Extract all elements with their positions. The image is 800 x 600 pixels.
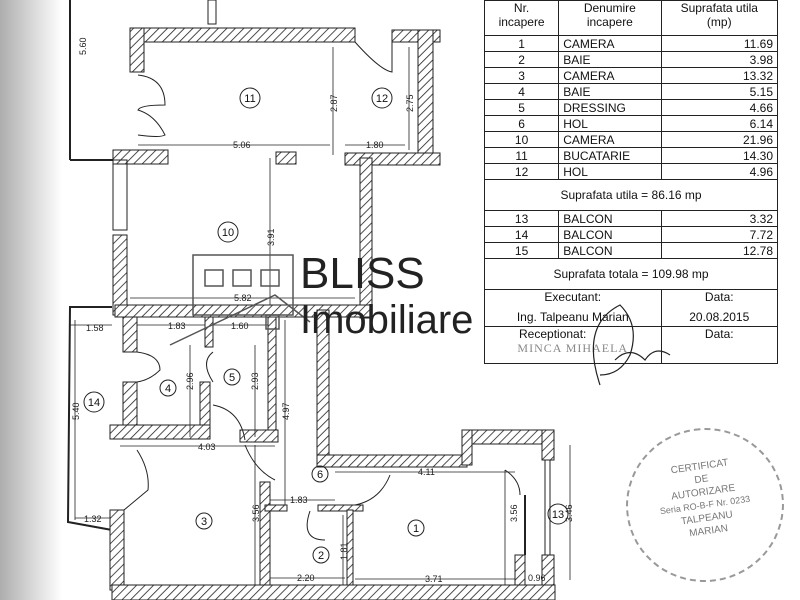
- room-5-label: 5: [223, 368, 241, 386]
- dim-label: 1.58: [86, 323, 104, 333]
- dim-label: 3.56: [509, 504, 519, 522]
- received-date-label: Data:: [704, 327, 734, 341]
- room-6-label: 6: [311, 465, 329, 483]
- svg-text:6: 6: [317, 469, 323, 481]
- dim-label: 2.93: [250, 372, 260, 390]
- svg-text:11: 11: [244, 93, 255, 105]
- svg-text:4: 4: [165, 383, 171, 395]
- walls: [109, 27, 556, 600]
- room-12-label: 12: [371, 87, 393, 109]
- dim-label: 0.96: [528, 573, 546, 583]
- header-name: Denumire incapere: [558, 0, 662, 36]
- bliss-logo-house-icon: [169, 254, 311, 346]
- svg-text:14: 14: [88, 397, 100, 409]
- dim-label: 1.83: [168, 321, 186, 331]
- dim-label: 5.82: [234, 293, 252, 303]
- dimension-lines: [70, 47, 571, 585]
- executant-label: Executant:: [544, 290, 602, 304]
- dim-label: 2.96: [185, 372, 195, 390]
- dim-label: 1.81: [339, 542, 349, 560]
- room-14-label: 14: [83, 391, 105, 413]
- room-area-table: Nr. incapere Denumire incapere Suprafata…: [483, 0, 779, 364]
- dim-label: 3.71: [425, 574, 443, 584]
- dim-label: 2.20: [297, 573, 315, 583]
- svg-text:1: 1: [413, 523, 419, 535]
- dim-label: 1.32: [84, 514, 102, 524]
- svg-text:2: 2: [318, 550, 324, 562]
- room-4-label: 4: [159, 379, 177, 397]
- useful-area-total: Suprafata utila = 86.16 mp: [484, 179, 778, 211]
- grand-area-total: Suprafata totala = 109.98 mp: [484, 258, 778, 290]
- svg-text:3: 3: [201, 516, 207, 528]
- dim-label: 1.80: [366, 140, 384, 150]
- dim-label: 5.40: [71, 402, 81, 420]
- dim-label: 5.60: [78, 37, 88, 55]
- room-11-label: 11: [239, 87, 261, 109]
- room-2-label: 2: [312, 546, 330, 564]
- received-stamp: MINCA MIHAELA: [517, 341, 629, 355]
- dim-label: 4.03: [198, 442, 216, 452]
- svg-text:13: 13: [552, 509, 564, 521]
- balcony-15-edge: [0, 0, 62, 600]
- logo-bliss: BLISS: [300, 249, 425, 298]
- received-label: Receptionat:: [519, 327, 587, 341]
- dimension-labels: 5.60 2.87 2.75 5.06 1.80 3.91 5.82 1.58 …: [71, 37, 574, 584]
- dim-label: 4.97: [281, 402, 291, 420]
- header-area: Suprafata utila (mp): [660, 0, 779, 36]
- date-label: Data:: [704, 290, 734, 304]
- dim-label: 3.91: [266, 228, 276, 246]
- dim-label: 1.60: [231, 321, 249, 331]
- table-header: Nr. incapere Denumire incapere Suprafata…: [483, 0, 779, 36]
- dim-label: 2.87: [329, 94, 339, 112]
- room-1-label: 1: [407, 519, 425, 537]
- logo-imobiliare: Imobiliare: [300, 298, 474, 342]
- svg-text:10: 10: [222, 227, 234, 239]
- dim-label: 1.83: [290, 495, 308, 505]
- received-row: Receptionat:MINCA MIHAELA Data:: [484, 326, 779, 364]
- header-nr: Nr. incapere: [483, 0, 560, 36]
- room-3-label: 3: [195, 512, 213, 530]
- svg-text:12: 12: [376, 93, 388, 105]
- dim-label: 2.75: [405, 94, 415, 112]
- room-10-label: 10: [217, 221, 239, 243]
- room-13-label: 13: [547, 503, 569, 525]
- dim-label: 3.46: [564, 504, 574, 522]
- dim-label: 5.06: [233, 140, 251, 150]
- dim-label: 4.11: [418, 467, 435, 477]
- date-value: 20.08.2015: [689, 310, 750, 324]
- signature: [592, 304, 671, 386]
- room-labels: 1 2 3 4 5 6 10 11 12 13 14: [83, 87, 569, 564]
- svg-text:5: 5: [229, 372, 235, 384]
- dim-label: 3.56: [251, 504, 261, 522]
- balcony-14-outline: [66, 306, 113, 531]
